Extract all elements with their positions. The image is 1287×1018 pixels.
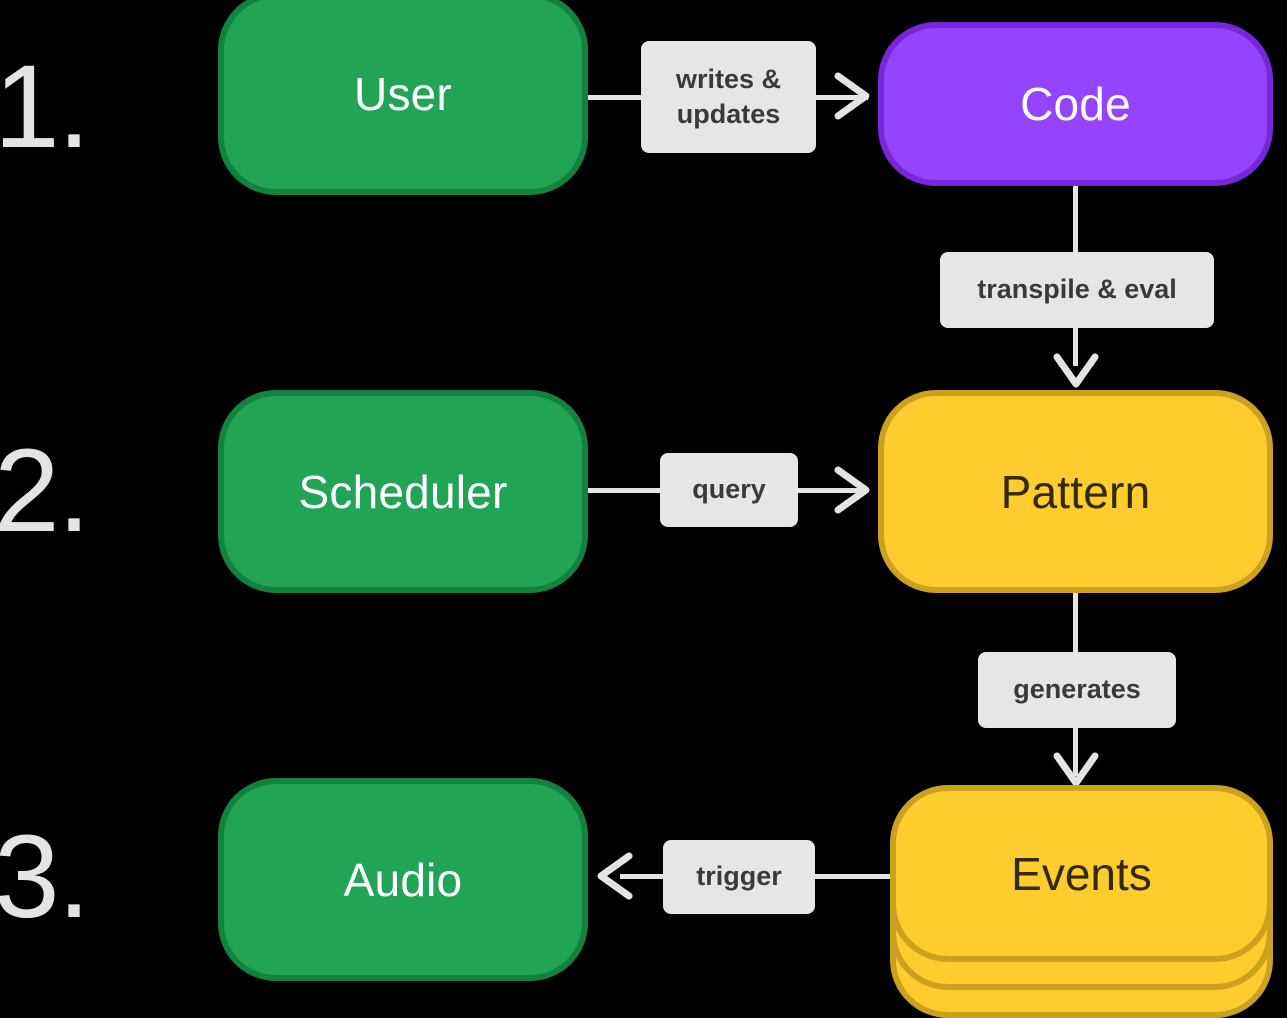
node-user-label: User: [354, 67, 452, 120]
node-scheduler[interactable]: Scheduler: [218, 390, 588, 593]
node-events[interactable]: Events: [890, 785, 1273, 1018]
node-code-label: Code: [1020, 78, 1131, 130]
edge-label-scheduler-pattern: query: [660, 453, 798, 527]
node-code[interactable]: Code: [878, 22, 1273, 186]
node-events-stack-layer-1: Events: [890, 785, 1273, 962]
node-pattern-label: Pattern: [1000, 465, 1151, 518]
node-events-label: Events: [1011, 847, 1152, 900]
step-number-1: 1.: [0, 41, 90, 173]
step-number-2: 2.: [0, 425, 90, 557]
edge-label-pattern-events: generates: [978, 652, 1176, 728]
node-user[interactable]: User: [218, 0, 588, 195]
node-audio-label: Audio: [343, 853, 463, 906]
node-audio[interactable]: Audio: [218, 778, 588, 981]
edge-label-code-pattern: transpile & eval: [940, 252, 1214, 328]
step-number-3: 3.: [0, 811, 90, 943]
edge-label-events-audio: trigger: [663, 840, 815, 914]
node-pattern[interactable]: Pattern: [878, 390, 1273, 593]
edge-label-user-code: writes & updates: [641, 41, 816, 153]
node-scheduler-label: Scheduler: [298, 465, 508, 518]
